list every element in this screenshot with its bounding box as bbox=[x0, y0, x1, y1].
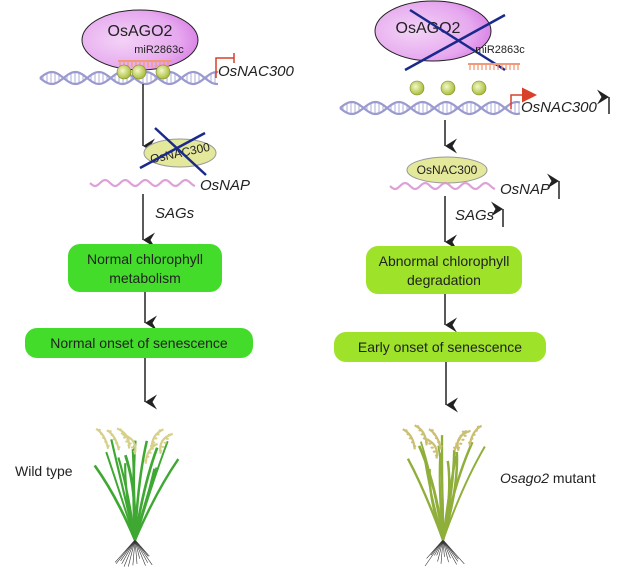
right-osnap-rna bbox=[390, 183, 495, 189]
right-mirna-label: miR2863c bbox=[475, 44, 525, 56]
right-mirna-strand bbox=[468, 64, 520, 70]
right-box1-line2: degradation bbox=[407, 272, 481, 288]
right-ribosome-3 bbox=[472, 81, 486, 95]
right-osnap-label: OsNAP bbox=[500, 181, 550, 198]
left-plant-label: Wild type bbox=[15, 463, 73, 479]
right-dna-helix bbox=[340, 102, 520, 114]
left-osnap-rna bbox=[90, 180, 195, 186]
wild-type-rice-plant-icon bbox=[95, 428, 179, 566]
right-ribosome-1 bbox=[410, 81, 424, 95]
right-plant-label-rest: mutant bbox=[549, 470, 596, 486]
left-box1-line2: metabolism bbox=[109, 270, 181, 286]
right-plant-label-italic: Osago2 bbox=[500, 470, 549, 486]
right-target-gene: OsNAC300 bbox=[521, 99, 598, 116]
left-ribosome-1 bbox=[117, 65, 131, 79]
left-mirna-label: miR2863c bbox=[134, 44, 184, 56]
osago2-mutant-rice-plant-icon bbox=[403, 425, 485, 566]
left-box2-label: Normal onset of senescence bbox=[50, 335, 228, 351]
right-sags-label: SAGs bbox=[455, 207, 495, 224]
right-plant-label: Osago2 mutant bbox=[500, 470, 596, 486]
left-box1-line1: Normal chlorophyll bbox=[87, 251, 203, 267]
left-panel: OsAGO2 miR2863c OsNAC300 OsNAC300 OsNAP … bbox=[15, 10, 295, 567]
left-osnap-label: OsNAP bbox=[200, 177, 250, 194]
left-ribosome-3 bbox=[156, 65, 170, 79]
right-box1-line1: Abnormal chlorophyll bbox=[379, 253, 510, 269]
left-sags-label: SAGs bbox=[155, 205, 195, 222]
left-target-gene: OsNAC300 bbox=[218, 63, 295, 80]
right-osnac300-label: OsNAC300 bbox=[417, 163, 478, 177]
right-ribosome-2 bbox=[441, 81, 455, 95]
left-ribosome-2 bbox=[132, 65, 146, 79]
left-osago2-label: OsAGO2 bbox=[108, 23, 173, 40]
right-box2-label: Early onset of senescence bbox=[358, 339, 522, 355]
right-panel: OsAGO2 miR2863c OsNAC300 OsNAC300 OsNAP … bbox=[334, 1, 609, 566]
